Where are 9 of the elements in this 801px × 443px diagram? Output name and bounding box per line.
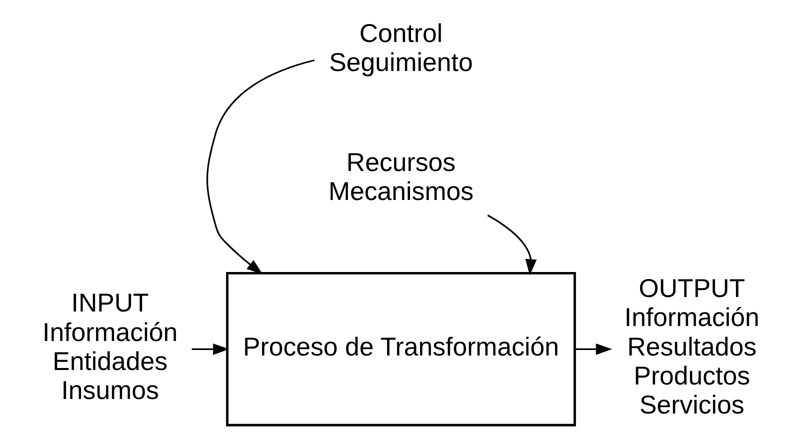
arrow xyxy=(574,344,612,355)
node-text: OUTPUT Información Resultados Productos Servicios xyxy=(624,275,759,420)
arrow xyxy=(191,344,229,355)
node-text: INPUT Información Entidades Insumos xyxy=(42,290,178,405)
arrow xyxy=(206,59,314,274)
node-text: Recursos Mecanismos xyxy=(328,149,474,206)
arrow xyxy=(486,214,536,276)
node-text: Control Seguimiento xyxy=(328,20,472,77)
node-box: Proceso de Transformación xyxy=(226,272,576,426)
